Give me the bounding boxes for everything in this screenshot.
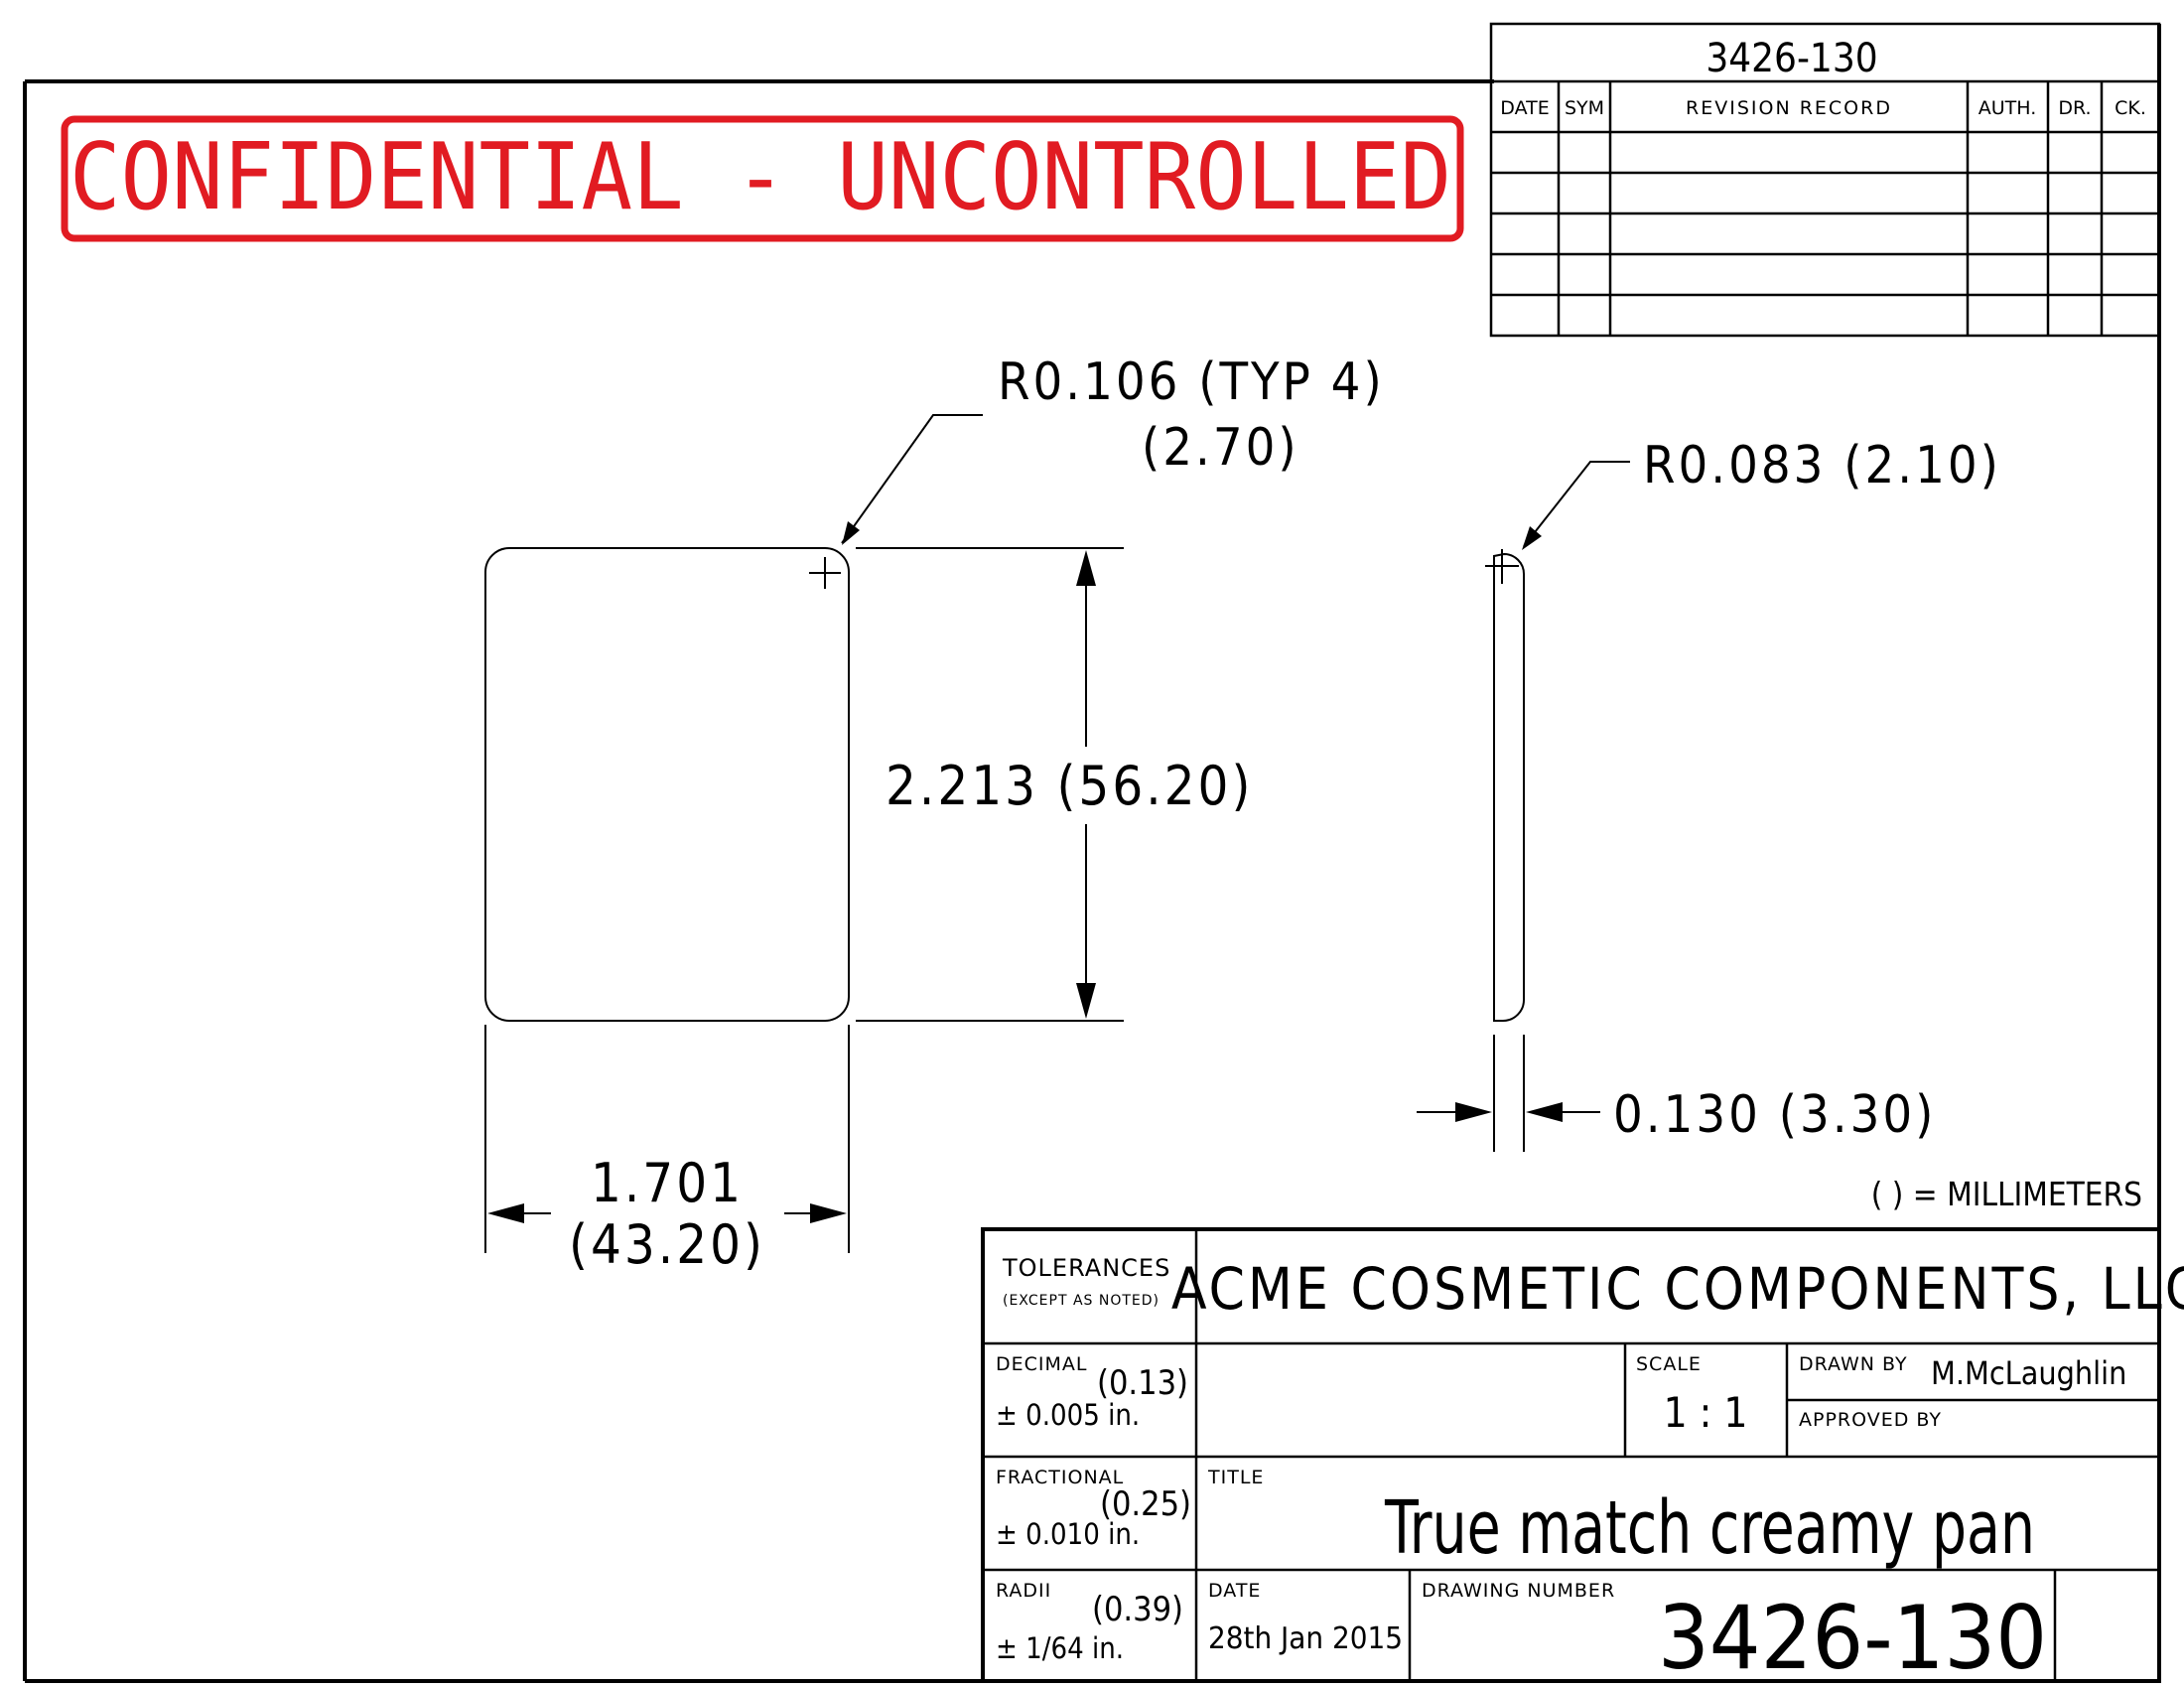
confidential-stamp-text: CONFIDENTIAL - UNCONTROLLED	[69, 123, 1451, 230]
edge-radius-arrowhead	[1522, 526, 1542, 550]
approved-by-label: APPROVED BY	[1799, 1409, 1942, 1431]
decimal-label: DECIMAL	[996, 1353, 1087, 1375]
scale-label: SCALE	[1636, 1353, 1702, 1375]
tolerances-sub-label: (EXCEPT AS NOTED)	[1003, 1293, 1160, 1309]
fractional-mm: (0.25)	[1100, 1484, 1191, 1524]
units-note: ( ) = MILLIMETERS	[1871, 1175, 2142, 1213]
thickness-arrow-left	[1455, 1102, 1492, 1122]
radii-label: RADII	[996, 1580, 1051, 1602]
drawn-by-value: M.McLaughlin	[1931, 1354, 2126, 1392]
rev-col-ck: CK.	[2115, 97, 2146, 119]
drawing-number-value: 3426-130	[1658, 1587, 2047, 1688]
pan-side-outline	[1493, 552, 1525, 1022]
width-arrow-left	[487, 1203, 524, 1223]
thickness-dimension-label: 0.130 (3.30)	[1613, 1085, 1936, 1145]
title-label: TITLE	[1207, 1467, 1264, 1488]
decimal-value: ± 0.005 in.	[996, 1398, 1140, 1432]
height-dimension-label: 2.213 (56.20)	[886, 755, 1253, 817]
confidential-stamp: CONFIDENTIAL - UNCONTROLLED	[61, 115, 1464, 242]
rev-col-auth: AUTH.	[1979, 97, 2037, 119]
title-block: TOLERANCES (EXCEPT AS NOTED) ACME COSMET…	[981, 1227, 2184, 1688]
pan-outline	[484, 547, 850, 1022]
rev-col-revision-record: REVISION RECORD	[1686, 97, 1892, 119]
fractional-label: FRACTIONAL	[996, 1467, 1124, 1488]
fractional-value: ± 0.010 in.	[996, 1517, 1140, 1551]
width-arrow-right	[810, 1203, 847, 1223]
drawing-frame	[23, 24, 2161, 1683]
revision-record-table: 3426-130 DATE SYM REVISION RECORD AUTH. …	[1489, 22, 2161, 338]
tolerances-label: TOLERANCES	[1002, 1254, 1170, 1282]
rev-col-sym: SYM	[1565, 97, 1604, 119]
edge-radius-leader	[1523, 461, 1630, 547]
drawing-number-label: DRAWING NUMBER	[1422, 1580, 1615, 1602]
scale-value: 1 : 1	[1664, 1388, 1748, 1437]
width-dimension-mm-label: (43.20)	[569, 1213, 765, 1276]
radii-value: ± 1/64 in.	[996, 1631, 1124, 1665]
date-label: DATE	[1208, 1580, 1261, 1602]
corner-radius-arrowhead	[842, 521, 860, 545]
rev-col-date: DATE	[1500, 97, 1549, 119]
rev-col-dr: DR.	[2058, 97, 2091, 119]
decimal-mm: (0.13)	[1097, 1363, 1188, 1403]
front-view: R0.106 (TYP 4) (2.70) 2.213 (56.20) 1.70…	[484, 352, 1385, 1276]
height-arrow-top	[1076, 550, 1096, 586]
corner-radius-mm-label: (2.70)	[1142, 418, 1299, 478]
corner-radius-label: R0.106 (TYP 4)	[998, 352, 1385, 412]
date-value: 28th Jan 2015	[1208, 1621, 1403, 1656]
side-view: R0.083 (2.10) 0.130 (3.30)	[1417, 436, 2001, 1152]
top-drawing-number: 3426-130	[1706, 36, 1877, 81]
company-name: ACME COSMETIC COMPONENTS, LLC	[1171, 1255, 2184, 1323]
edge-radius-label: R0.083 (2.10)	[1643, 436, 2001, 495]
height-arrow-bottom	[1076, 983, 1096, 1019]
radii-mm: (0.39)	[1092, 1590, 1183, 1629]
width-dimension-label: 1.701	[591, 1152, 744, 1214]
corner-radius-leader	[841, 414, 983, 544]
title-value: True match creamy pan	[1384, 1485, 2035, 1571]
drawn-by-label: DRAWN BY	[1799, 1353, 1908, 1375]
thickness-arrow-right	[1526, 1102, 1563, 1122]
